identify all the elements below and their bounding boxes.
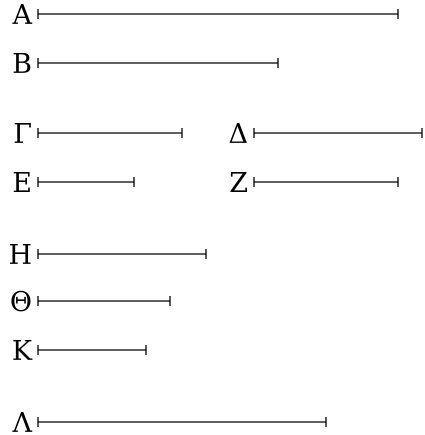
- segment-row: Λ: [12, 408, 327, 435]
- segment-row: Θ: [10, 287, 171, 318]
- segment-row: Δ: [229, 119, 423, 150]
- segment-label: Γ: [13, 119, 32, 150]
- segment-label: Δ: [229, 119, 249, 150]
- segment-label: Κ: [12, 336, 33, 367]
- segment-label: Α: [12, 0, 33, 31]
- segment-row: Α: [12, 0, 399, 31]
- segments-layer: ΑΒ Γ Δ Ε Ζ ΗΘΚ Λ: [8, 0, 423, 435]
- segment-label: Θ: [10, 287, 32, 318]
- segment-row: Γ: [13, 119, 183, 150]
- segment-label: Ε: [12, 168, 32, 199]
- segment-row: Ζ: [229, 168, 399, 199]
- segment-label: Λ: [12, 408, 33, 435]
- segment-label: Ζ: [229, 168, 248, 199]
- segment-row: Η: [8, 240, 207, 271]
- segment-row: Β: [12, 49, 279, 80]
- segment-row: Κ: [12, 336, 147, 367]
- segment-label: Β: [12, 49, 32, 80]
- segment-row: Ε: [12, 168, 135, 199]
- segment-label: Η: [8, 240, 32, 271]
